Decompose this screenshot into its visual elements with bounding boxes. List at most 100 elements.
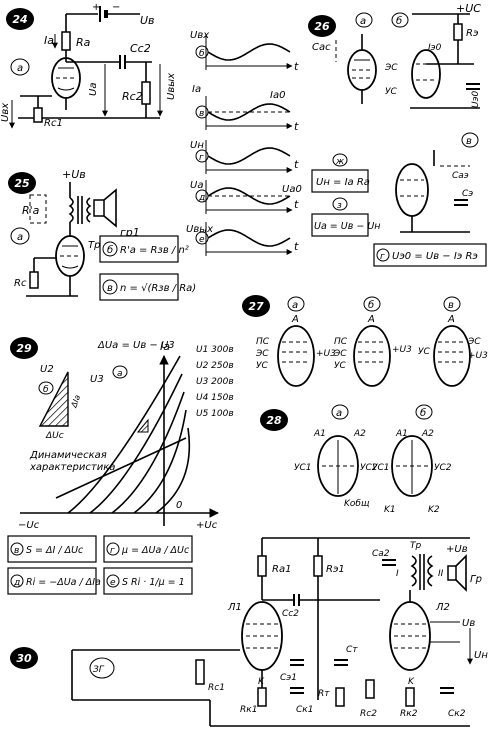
svg-text:б: б xyxy=(107,244,113,256)
svg-text:з: з xyxy=(337,201,342,211)
svg-text:Ua0: Ua0 xyxy=(282,184,302,195)
formula-box xyxy=(311,169,369,193)
vacuum-tube xyxy=(395,163,429,217)
characteristic-curve xyxy=(133,409,187,514)
svg-text:Cэ1: Cэ1 xyxy=(280,673,297,683)
svg-text:I: I xyxy=(396,569,399,579)
svg-text:в: в xyxy=(448,300,454,311)
panel-letter: в xyxy=(199,109,204,119)
curve-label: U2 250в xyxy=(196,361,234,371)
svg-text:Cт: Cт xyxy=(346,645,358,655)
svg-text:a: a xyxy=(336,408,342,419)
svg-text:A1: A1 xyxy=(395,429,408,439)
svg-text:Uн = Ia Ra: Uн = Ia Ra xyxy=(316,177,370,188)
svg-text:Kобщ: Kобщ xyxy=(344,499,370,509)
svg-text:A1: A1 xyxy=(313,429,326,439)
svg-text:УС: УС xyxy=(418,347,430,357)
formula-box xyxy=(103,535,193,563)
waveform-trace xyxy=(207,103,291,121)
panel-marker xyxy=(106,574,120,588)
svg-text:A2: A2 xyxy=(353,429,366,439)
svg-text:30: 30 xyxy=(16,652,32,665)
svg-text:R'a = Rзв / n²: R'a = Rзв / n² xyxy=(120,245,189,256)
svg-text:в: в xyxy=(107,283,113,294)
svg-text:A: A xyxy=(367,314,375,325)
svg-text:Iэ0: Iэ0 xyxy=(428,43,442,53)
formula-text: S Ri · 1/μ = 1 xyxy=(122,577,185,588)
formula-box xyxy=(99,273,179,301)
panel-letter: г xyxy=(199,153,204,163)
figure-28: 28 a A1 A2 УС1 УС2 Kобщ б A1 A2 УС1 УС2 … xyxy=(260,404,452,515)
panel-marker xyxy=(195,189,209,203)
svg-text:t: t xyxy=(294,158,299,171)
svg-text:+U3: +U3 xyxy=(468,351,488,361)
svg-text:29: 29 xyxy=(16,342,32,355)
panel-marker xyxy=(195,45,209,59)
svg-text:Cc2: Cc2 xyxy=(130,42,151,55)
panel-marker xyxy=(10,542,24,556)
svg-text:ПС: ПС xyxy=(256,337,270,347)
figure-26: 26 a Cac б +UC Rэ Iэ0 ЭС УС Uэ0 в xyxy=(308,2,487,267)
panel-marker xyxy=(195,149,209,163)
svg-text:ж: ж xyxy=(335,157,345,167)
svg-text:ЗГ: ЗГ xyxy=(93,665,105,675)
svg-text:+UC: +UC xyxy=(456,2,481,15)
svg-text:Uэ0: Uэ0 xyxy=(471,90,481,108)
svg-text:ΔIa: ΔIa xyxy=(69,394,82,410)
svg-text:A2: A2 xyxy=(421,429,434,439)
svg-text:Rc1: Rc1 xyxy=(208,683,225,693)
svg-text:28: 28 xyxy=(266,414,282,427)
svg-text:ЭС: ЭС xyxy=(384,63,398,73)
svg-text:г: г xyxy=(380,252,385,262)
svg-text:Ia: Ia xyxy=(44,34,54,47)
panel-marker xyxy=(195,105,209,119)
svg-text:Rк1: Rк1 xyxy=(240,705,257,715)
svg-text:a: a xyxy=(360,16,366,27)
svg-text:U2: U2 xyxy=(40,364,54,375)
svg-text:ПС: ПС xyxy=(334,337,348,347)
formula-box xyxy=(99,235,179,263)
svg-text:25: 25 xyxy=(14,177,30,190)
svg-text:Ua: Ua xyxy=(88,83,99,96)
panel-marker xyxy=(106,542,120,556)
svg-text:+Uc: +Uc xyxy=(196,520,218,531)
formula-box xyxy=(103,567,193,595)
transformer-primary xyxy=(68,197,74,223)
generator-icon xyxy=(89,657,115,679)
panel-letter: е xyxy=(199,235,205,245)
svg-text:+: + xyxy=(92,2,100,13)
svg-text:Uэ0 = Uв − Iэ Rэ: Uэ0 = Uв − Iэ Rэ xyxy=(392,251,478,262)
panel-letter: г xyxy=(110,546,115,556)
supply-label: Uв xyxy=(140,14,155,27)
characteristic-curve xyxy=(89,373,183,514)
figure-number-badge xyxy=(6,8,34,30)
hatched-triangle xyxy=(38,371,69,427)
waveform-trace xyxy=(207,147,291,165)
waveform-panels: Uвх Ia Ia0 Uн Ua Ua0 Uвых t t t t t ж Uн… xyxy=(186,30,381,256)
speaker-icon xyxy=(447,565,457,581)
svg-text:б: б xyxy=(396,15,402,27)
svg-text:+U3: +U3 xyxy=(392,345,412,355)
svg-text:Uвх: Uвх xyxy=(0,103,11,122)
characteristic-curve xyxy=(111,391,185,514)
svg-text:ЭС: ЭС xyxy=(333,349,347,359)
svg-text:Rк2: Rк2 xyxy=(400,709,418,719)
svg-text:УС1: УС1 xyxy=(372,463,390,473)
formula-box xyxy=(311,213,369,237)
svg-text:Uн: Uн xyxy=(474,650,488,661)
svg-text:Rc1: Rc1 xyxy=(44,118,63,129)
svg-text:t: t xyxy=(294,198,299,211)
panel-letter: б xyxy=(199,49,205,59)
svg-text:УС2: УС2 xyxy=(360,463,378,473)
figure-25: 25 +Uв гр1 Tp1 R'a a Rc б R'a = Rзв / n²… xyxy=(8,168,196,301)
svg-text:ЭС: ЭС xyxy=(467,337,481,347)
waveform-trace xyxy=(207,187,291,205)
svg-text:+Uв: +Uв xyxy=(446,544,468,555)
tube-27b: б A ПС ЭС УС +U3 xyxy=(333,296,412,387)
panel-marker xyxy=(10,574,24,588)
svg-text:Rт: Rт xyxy=(318,689,330,699)
resistor-rc1 xyxy=(33,107,43,123)
svg-text:K: K xyxy=(408,677,415,687)
formula-box xyxy=(373,243,487,267)
